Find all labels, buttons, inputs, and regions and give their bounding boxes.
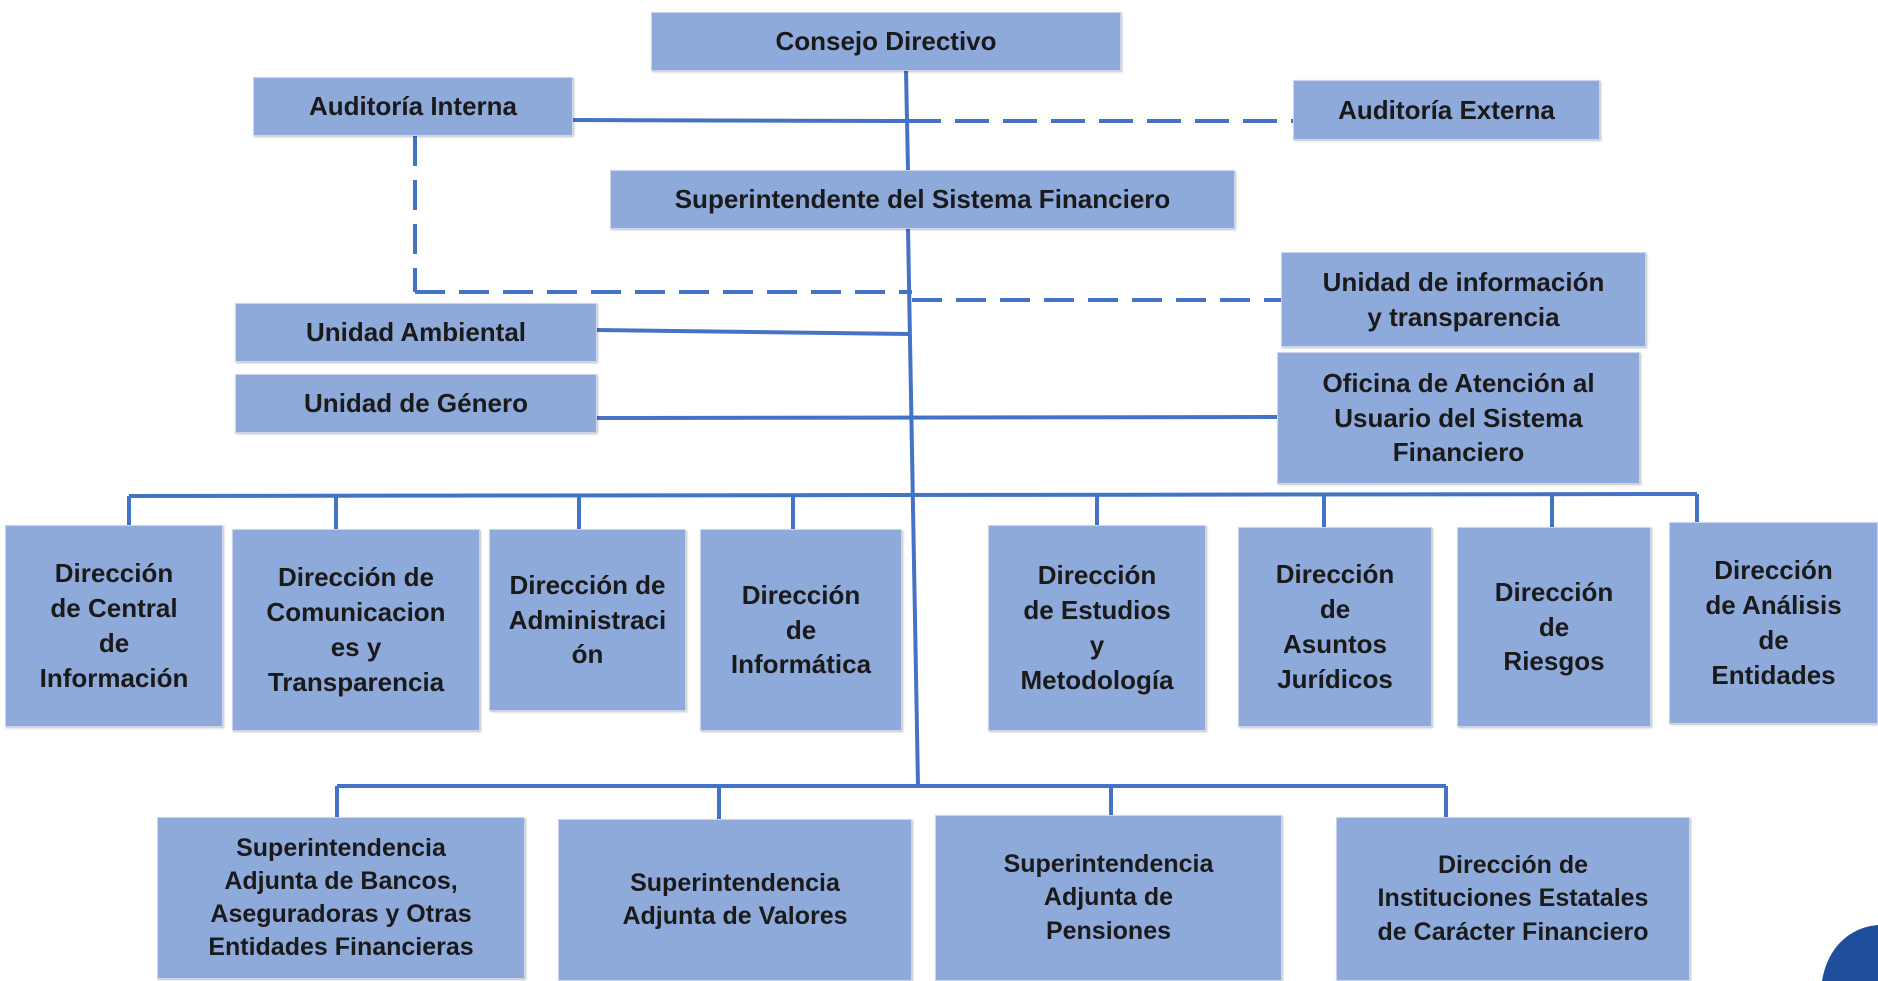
node-direccion-informatica: Dirección de Informática — [700, 529, 902, 731]
trunk-main — [906, 227, 920, 787]
node-direccion-instituciones-estatales: Dirección de Instituciones Estatales de … — [1336, 817, 1690, 981]
node-direccion-comunicaciones: Dirección de Comunicacion es y Transpare… — [232, 529, 480, 731]
node-unidad-ambiental: Unidad Ambiental — [235, 303, 597, 362]
node-direccion-central-informacion: Dirección de Central de Información — [5, 525, 223, 727]
node-superintendente: Superintendente del Sistema Financiero — [610, 170, 1235, 229]
node-direccion-asuntos-juridicos: Dirección de Asuntos Jurídicos — [1238, 527, 1432, 727]
node-unidad-informacion: Unidad de información y transparencia — [1281, 252, 1646, 347]
node-auditoria-externa: Auditoría Externa — [1293, 80, 1600, 140]
node-direccion-administracion: Dirección de Administraci ón — [489, 529, 686, 711]
node-superintendencia-pensiones: Superintendencia Adjunta de Pensiones — [935, 815, 1282, 981]
node-direccion-estudios: Dirección de Estudios y Metodología — [988, 525, 1206, 731]
node-direccion-analisis-entidades: Dirección de Análisis de Entidades — [1669, 522, 1878, 724]
unidad-genero-link — [596, 415, 1279, 420]
node-unidad-genero: Unidad de Género — [235, 374, 597, 433]
node-oficina-atencion: Oficina de Atención al Usuario del Siste… — [1277, 352, 1640, 484]
node-superintendencia-valores: Superintendencia Adjunta de Valores — [558, 819, 912, 981]
logo-fragment-icon — [1822, 925, 1878, 981]
node-auditoria-interna: Auditoría Interna — [253, 77, 573, 136]
direccion-bus — [128, 492, 1698, 498]
node-superintendencia-bancos: Superintendencia Adjunta de Bancos, Aseg… — [157, 817, 525, 979]
auditoria-interna-link — [571, 118, 908, 123]
node-consejo-directivo: Consejo Directivo — [651, 12, 1121, 71]
unidad-ambiental-link — [596, 328, 911, 336]
node-direccion-riesgos: Dirección de Riesgos — [1457, 527, 1651, 727]
